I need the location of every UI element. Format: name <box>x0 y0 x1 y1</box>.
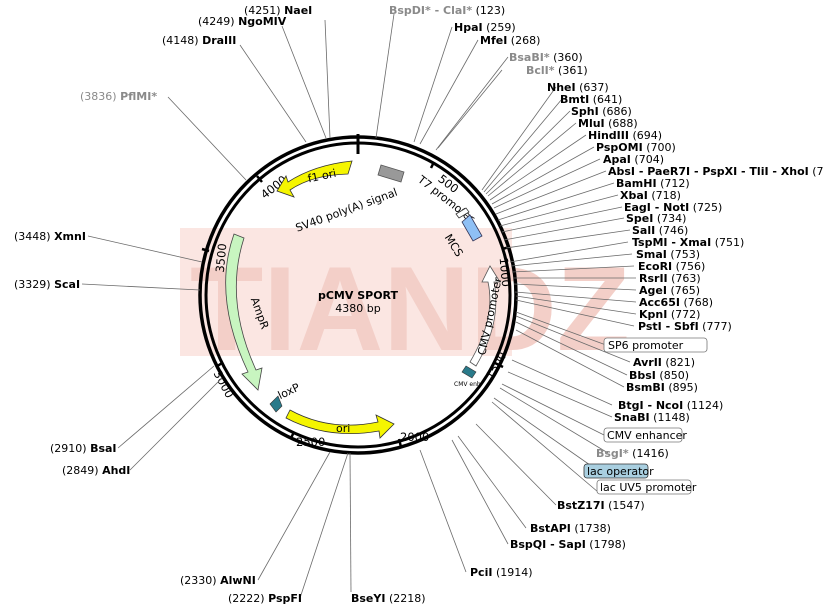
ampr-arrow <box>225 233 263 391</box>
tick-label-1000: 1000 <box>497 257 513 287</box>
ori-label: ori <box>336 422 350 435</box>
site-Acc65I[interactable]: Acc65I (768) <box>639 296 713 309</box>
site-BbsI[interactable]: BbsI (850) <box>629 369 689 382</box>
site-TspMI-XmaI[interactable]: TspMI - XmaI (751) <box>632 236 744 249</box>
site-NaeI[interactable]: (4251) NaeI <box>244 4 312 17</box>
lac-operator-box[interactable]: lac operator <box>583 463 654 479</box>
site-SphI[interactable]: SphI (686) <box>571 105 632 118</box>
site-BspQI-SapI[interactable]: BspQI - SapI (1798) <box>510 538 626 551</box>
map-size: 4380 bp <box>335 302 380 315</box>
ori-arrow <box>285 409 395 439</box>
tick-label-2500: 2500 <box>296 435 325 449</box>
t7-promoter-box <box>377 164 405 183</box>
site-BtgI-NcoI[interactable]: BtgI - NcoI (1124) <box>618 399 723 412</box>
site-NgoMIV[interactable]: (4249) NgoMIV <box>198 15 287 28</box>
cmv-enhancer-mini-label: CMV enh <box>454 381 481 388</box>
sp6-promoter-box[interactable]: SP6 promoter <box>603 337 708 353</box>
site-XhoI-group[interactable]: AbsI - PaeR7I - PspXI - TliI - XhoI (706… <box>608 165 824 178</box>
site-BsmBI[interactable]: BsmBI (895) <box>626 381 698 394</box>
lac-operator-label: lac operator <box>587 465 654 478</box>
site-AhdI[interactable]: (2849) AhdI <box>62 464 130 477</box>
site-AgeI[interactable]: AgeI (765) <box>639 284 700 297</box>
site-ScaI[interactable]: (3329) ScaI <box>14 278 80 291</box>
site-XmnI[interactable]: (3448) XmnI <box>14 230 86 243</box>
site-PstI-SbfI[interactable]: PstI - SbfI (777) <box>638 320 732 333</box>
leader-lines <box>81 13 637 599</box>
loxp-label: loxP <box>276 381 302 402</box>
site-BspDI-ClaI[interactable]: BspDI* - ClaI* (123) <box>389 4 505 17</box>
site-BclI[interactable]: BclI* (361) <box>526 64 588 77</box>
site-PspOMI[interactable]: PspOMI (700) <box>596 141 676 154</box>
tick-label-2000: 2000 <box>400 430 429 444</box>
site-BsgI[interactable]: BsgI* (1416) <box>596 447 669 460</box>
site-SmaI[interactable]: SmaI (753) <box>636 248 700 261</box>
mcs-box <box>461 214 483 242</box>
sv40-label: SV40 poly(A) signal <box>294 186 399 235</box>
cmv-enhancer-box[interactable]: CMV enhancer <box>603 427 687 443</box>
lac-operator-marker <box>461 365 477 379</box>
cmv-enhancer-label: CMV enhancer <box>607 429 687 442</box>
loxp-marker <box>269 395 283 413</box>
site-DraIII[interactable]: (4148) DraIII <box>162 34 236 47</box>
site-BstZ17I[interactable]: BstZ17I (1547) <box>557 499 645 512</box>
f1-ori-arrow <box>276 160 353 198</box>
site-PflMI[interactable]: (3836) PflMI* <box>80 90 157 103</box>
map-title: pCMV SPORT <box>318 289 399 302</box>
site-ApaI[interactable]: ApaI (704) <box>603 153 664 166</box>
lac-uv5-promoter-label: lac UV5 promoter <box>600 481 697 494</box>
lac-uv5-promoter-box[interactable]: lac UV5 promoter <box>596 479 697 495</box>
sp6-promoter-label: SP6 promoter <box>608 339 684 352</box>
site-EcoRI[interactable]: EcoRI (756) <box>638 260 705 273</box>
site-BamHI[interactable]: BamHI (712) <box>616 177 690 190</box>
site-KpnI[interactable]: KpnI (772) <box>639 308 700 321</box>
site-AvrII[interactable]: AvrII (821) <box>633 356 695 369</box>
site-SpeI[interactable]: SpeI (734) <box>626 212 686 225</box>
site-SnaBI[interactable]: SnaBI (1148) <box>614 411 690 424</box>
cmv-promoter-arrow <box>469 265 501 367</box>
site-XbaI[interactable]: XbaI (718) <box>620 189 681 202</box>
site-HpaI[interactable]: HpaI (259) <box>454 21 516 34</box>
site-BseYI[interactable]: BseYI (2218) <box>351 592 426 605</box>
site-BstAPI[interactable]: BstAPI (1738) <box>530 522 611 535</box>
f1-ori-label: f1 ori <box>307 167 338 186</box>
site-BsaBI[interactable]: BsaBI* (360) <box>509 51 583 64</box>
site-MfeI[interactable]: MfeI (268) <box>480 34 540 47</box>
t7-small-marker <box>455 207 470 219</box>
site-PciI[interactable]: PciI (1914) <box>470 566 533 579</box>
site-BsaI[interactable]: (2910) BsaI <box>50 442 117 455</box>
site-SalI[interactable]: SalI (746) <box>632 224 688 237</box>
site-RsrII[interactable]: RsrII (763) <box>639 272 701 285</box>
site-BmtI[interactable]: BmtI (641) <box>560 93 622 106</box>
site-PspFI[interactable]: (2222) PspFI <box>228 592 302 605</box>
site-HindIII[interactable]: HindIII (694) <box>588 129 662 142</box>
site-AlwNI[interactable]: (2330) AlwNI <box>180 574 256 587</box>
site-EagI-NotI[interactable]: EagI - NotI (725) <box>624 201 722 214</box>
tick-label-3500: 3500 <box>213 243 229 273</box>
site-MluI[interactable]: MluI (688) <box>578 117 638 130</box>
site-NheI[interactable]: NheI (637) <box>547 81 609 94</box>
